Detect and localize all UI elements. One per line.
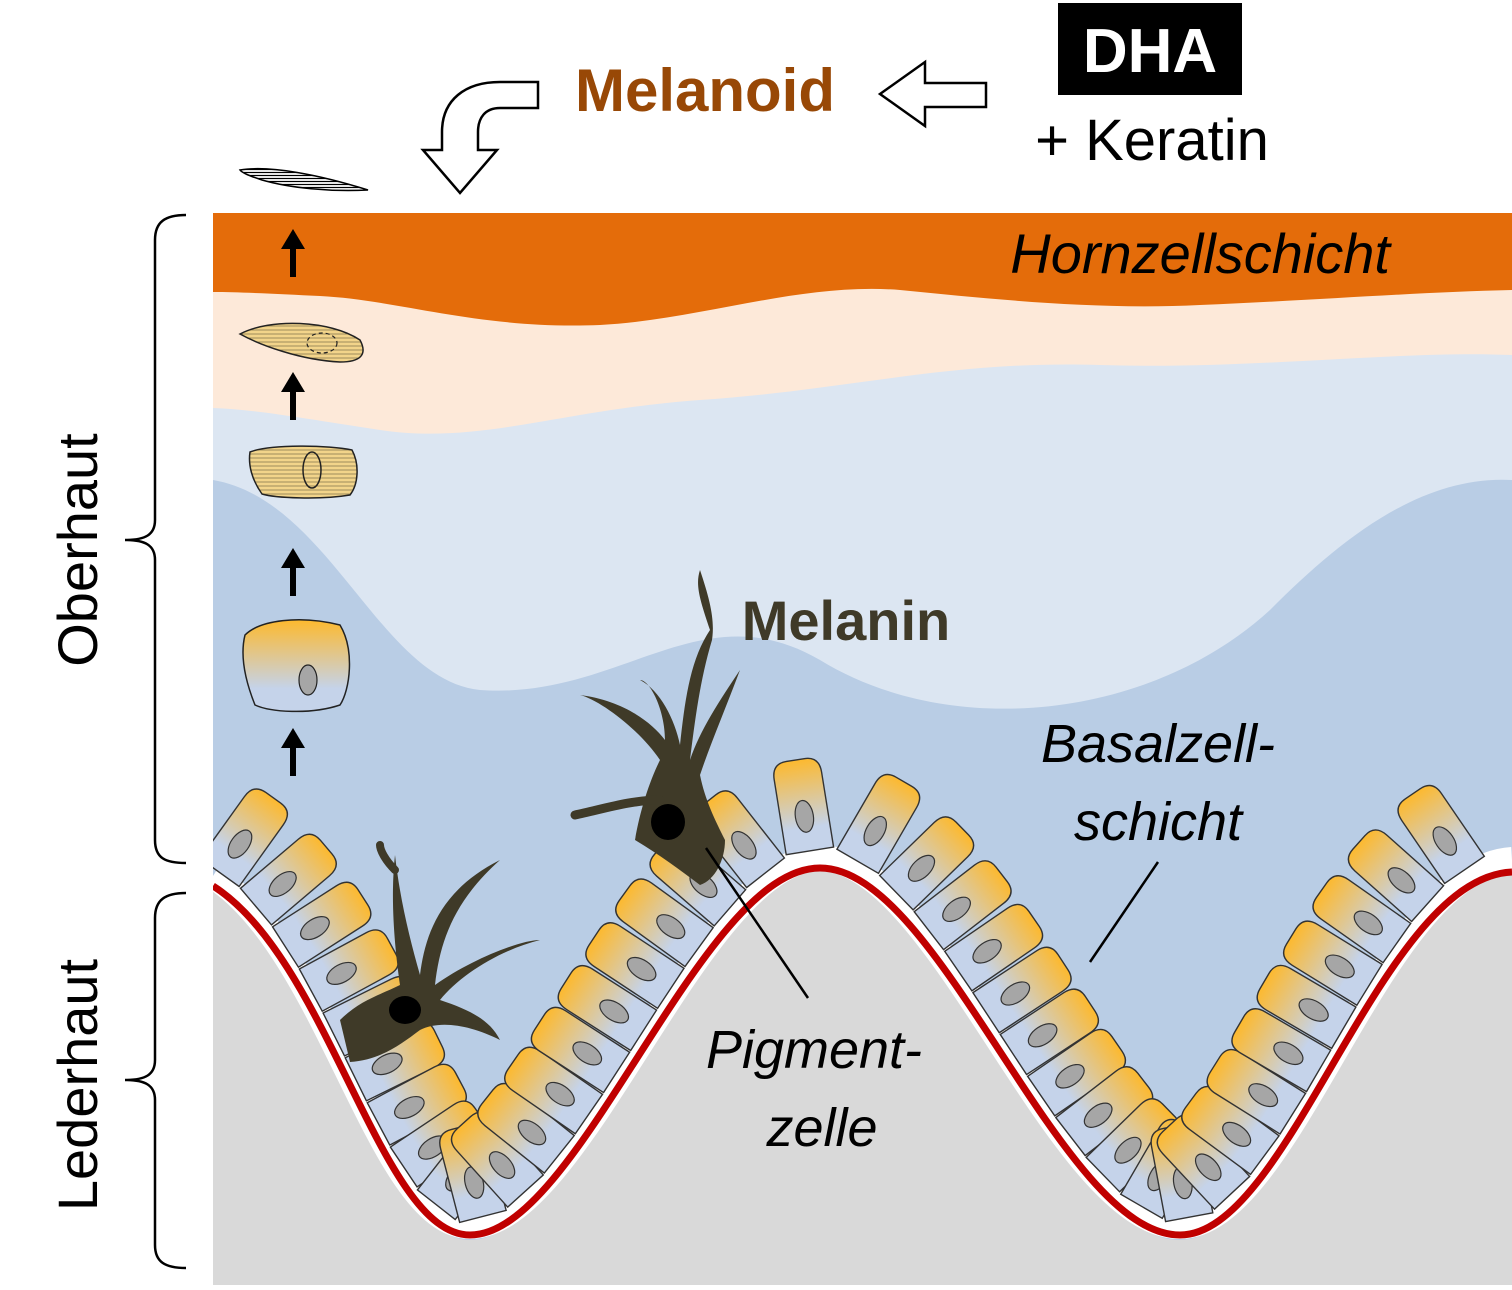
basal-cell bbox=[344, 1021, 446, 1102]
basal-cell bbox=[239, 833, 337, 926]
horn-layer-label: Hornzellschicht bbox=[1010, 222, 1392, 285]
basal-cell bbox=[1256, 964, 1357, 1050]
pigment-cell-label-2: zelle bbox=[765, 1098, 877, 1158]
basal-pointer bbox=[1088, 861, 1160, 963]
basal-cell bbox=[1397, 784, 1486, 885]
basal-cell bbox=[999, 988, 1100, 1076]
basal-cell-layer bbox=[213, 757, 1486, 1224]
basal-cell bbox=[585, 922, 685, 1010]
dha-badge bbox=[1058, 3, 1242, 95]
keratinocyte-granular bbox=[238, 322, 364, 363]
basal-cell bbox=[971, 946, 1072, 1034]
up-arrow-icon bbox=[281, 548, 305, 596]
lederhaut-label: Lederhaut bbox=[46, 958, 109, 1211]
basement-membrane bbox=[213, 864, 1512, 1239]
basal-cell bbox=[213, 788, 289, 888]
lederhaut-brace bbox=[124, 891, 187, 1270]
basal-cell bbox=[1282, 920, 1384, 1007]
melanocyte-left bbox=[340, 841, 540, 1062]
left-hollow-arrow-icon bbox=[877, 59, 988, 129]
dha-label: DHA bbox=[1083, 17, 1217, 86]
basal-cell bbox=[835, 773, 921, 875]
up-arrow-icon bbox=[281, 728, 305, 776]
horn-layer bbox=[213, 213, 1512, 326]
basal-cell bbox=[271, 881, 372, 969]
basal-cell bbox=[1054, 1066, 1154, 1157]
basal-cell bbox=[943, 903, 1044, 992]
keratinocyte-young bbox=[242, 619, 351, 713]
up-arrow-icon bbox=[281, 229, 305, 776]
up-arrow-icon bbox=[281, 229, 305, 277]
up-arrow-icon bbox=[281, 372, 305, 420]
melanocyte-center bbox=[570, 570, 740, 885]
basal-layer-label-2: schicht bbox=[1074, 792, 1244, 852]
basal-cell bbox=[557, 964, 658, 1052]
basal-cell bbox=[298, 929, 400, 1013]
keratin-label: + Keratin bbox=[1035, 108, 1269, 173]
pigment-cell-label-1: Pigment- bbox=[706, 1020, 922, 1080]
basement-gap bbox=[213, 844, 1512, 1240]
pigment-pointer bbox=[704, 847, 810, 999]
basal-cell bbox=[878, 816, 975, 911]
basal-cell bbox=[913, 860, 1012, 951]
basal-layer-label-1: Basalzell- bbox=[1041, 714, 1275, 774]
basal-cell bbox=[1231, 1008, 1332, 1093]
dermis bbox=[213, 870, 1512, 1285]
curved-down-hollow-arrow-icon bbox=[420, 80, 540, 195]
oberhaut-label: Oberhaut bbox=[46, 433, 109, 667]
melanin-label: Melanin bbox=[742, 589, 950, 652]
basal-cell bbox=[1312, 875, 1412, 964]
corneocyte-shed bbox=[238, 167, 369, 192]
keratinocyte-stages bbox=[238, 322, 364, 713]
oberhaut-brace bbox=[124, 213, 187, 865]
basal-cell bbox=[1347, 829, 1445, 923]
basal-cell bbox=[615, 878, 715, 968]
basal-cell bbox=[773, 757, 835, 856]
melanoid-label: Melanoid bbox=[575, 57, 835, 124]
basal-cell bbox=[530, 1006, 631, 1094]
